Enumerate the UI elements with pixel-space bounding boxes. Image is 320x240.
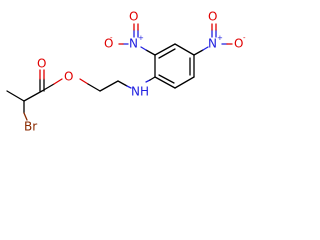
bromine-label: Br xyxy=(24,120,37,134)
nitro1-minus-label: - xyxy=(110,34,113,42)
bond-o-ch2-a xyxy=(79,78,89,85)
molecule-diagram: O O Br N H N + O O - N + O O - xyxy=(6,10,246,134)
bond-c2-no2-a xyxy=(145,49,156,56)
amine-h-label: H xyxy=(140,85,149,99)
nitro1-n-label: N xyxy=(129,37,138,51)
bond-c4-no2-b xyxy=(202,46,209,51)
bond-ring-2-3 xyxy=(154,43,176,56)
bond-ring-6-1 xyxy=(154,76,176,89)
nitro2-n-label: N xyxy=(208,37,217,51)
bond-ring-5-6 xyxy=(174,76,195,89)
bond-calpha-br-b xyxy=(23,112,28,121)
nitro2-plus-label: + xyxy=(217,34,223,42)
bond-o-ch2-b xyxy=(87,83,101,92)
bond-ring-inner-6-1 xyxy=(158,74,175,84)
nitro2-minus-label: - xyxy=(243,34,246,42)
bond-c4-no2-a xyxy=(193,49,204,56)
bond-calpha-methyl xyxy=(6,90,25,102)
bond-nh-ring-b xyxy=(149,76,156,81)
bond-c-o-ester-a xyxy=(41,83,55,92)
amine-n-label: N xyxy=(131,85,140,99)
bond-ch2-nh-a xyxy=(117,80,128,87)
bond-ch2-ch2 xyxy=(99,80,119,92)
bond-nh-ring-a xyxy=(145,79,151,83)
bonds xyxy=(6,23,233,121)
bond-ch2-nh-b xyxy=(126,85,132,89)
atom-labels: O O Br N H N + O O - N + O O - xyxy=(24,10,246,134)
bond-ring-inner-2-3 xyxy=(158,48,176,59)
molecule-canvas: O O Br N H N + O O - N + O O - xyxy=(6,9,246,134)
bond-c2-no2-b xyxy=(140,46,147,51)
nitro2-oright-label: O xyxy=(234,37,243,51)
nitro1-otop-label: O xyxy=(129,10,138,24)
bond-c-calpha xyxy=(23,90,43,102)
ester-oxygen-label: O xyxy=(64,70,73,84)
nitro1-oleft-label: O xyxy=(104,37,113,51)
bond-c-o-ester-b xyxy=(53,78,63,85)
carbonyl-oxygen-label: O xyxy=(37,57,46,71)
nitro2-otop-label: O xyxy=(208,10,217,24)
bond-ring-3-4 xyxy=(174,43,195,56)
nitro1-plus-label: + xyxy=(138,34,144,42)
